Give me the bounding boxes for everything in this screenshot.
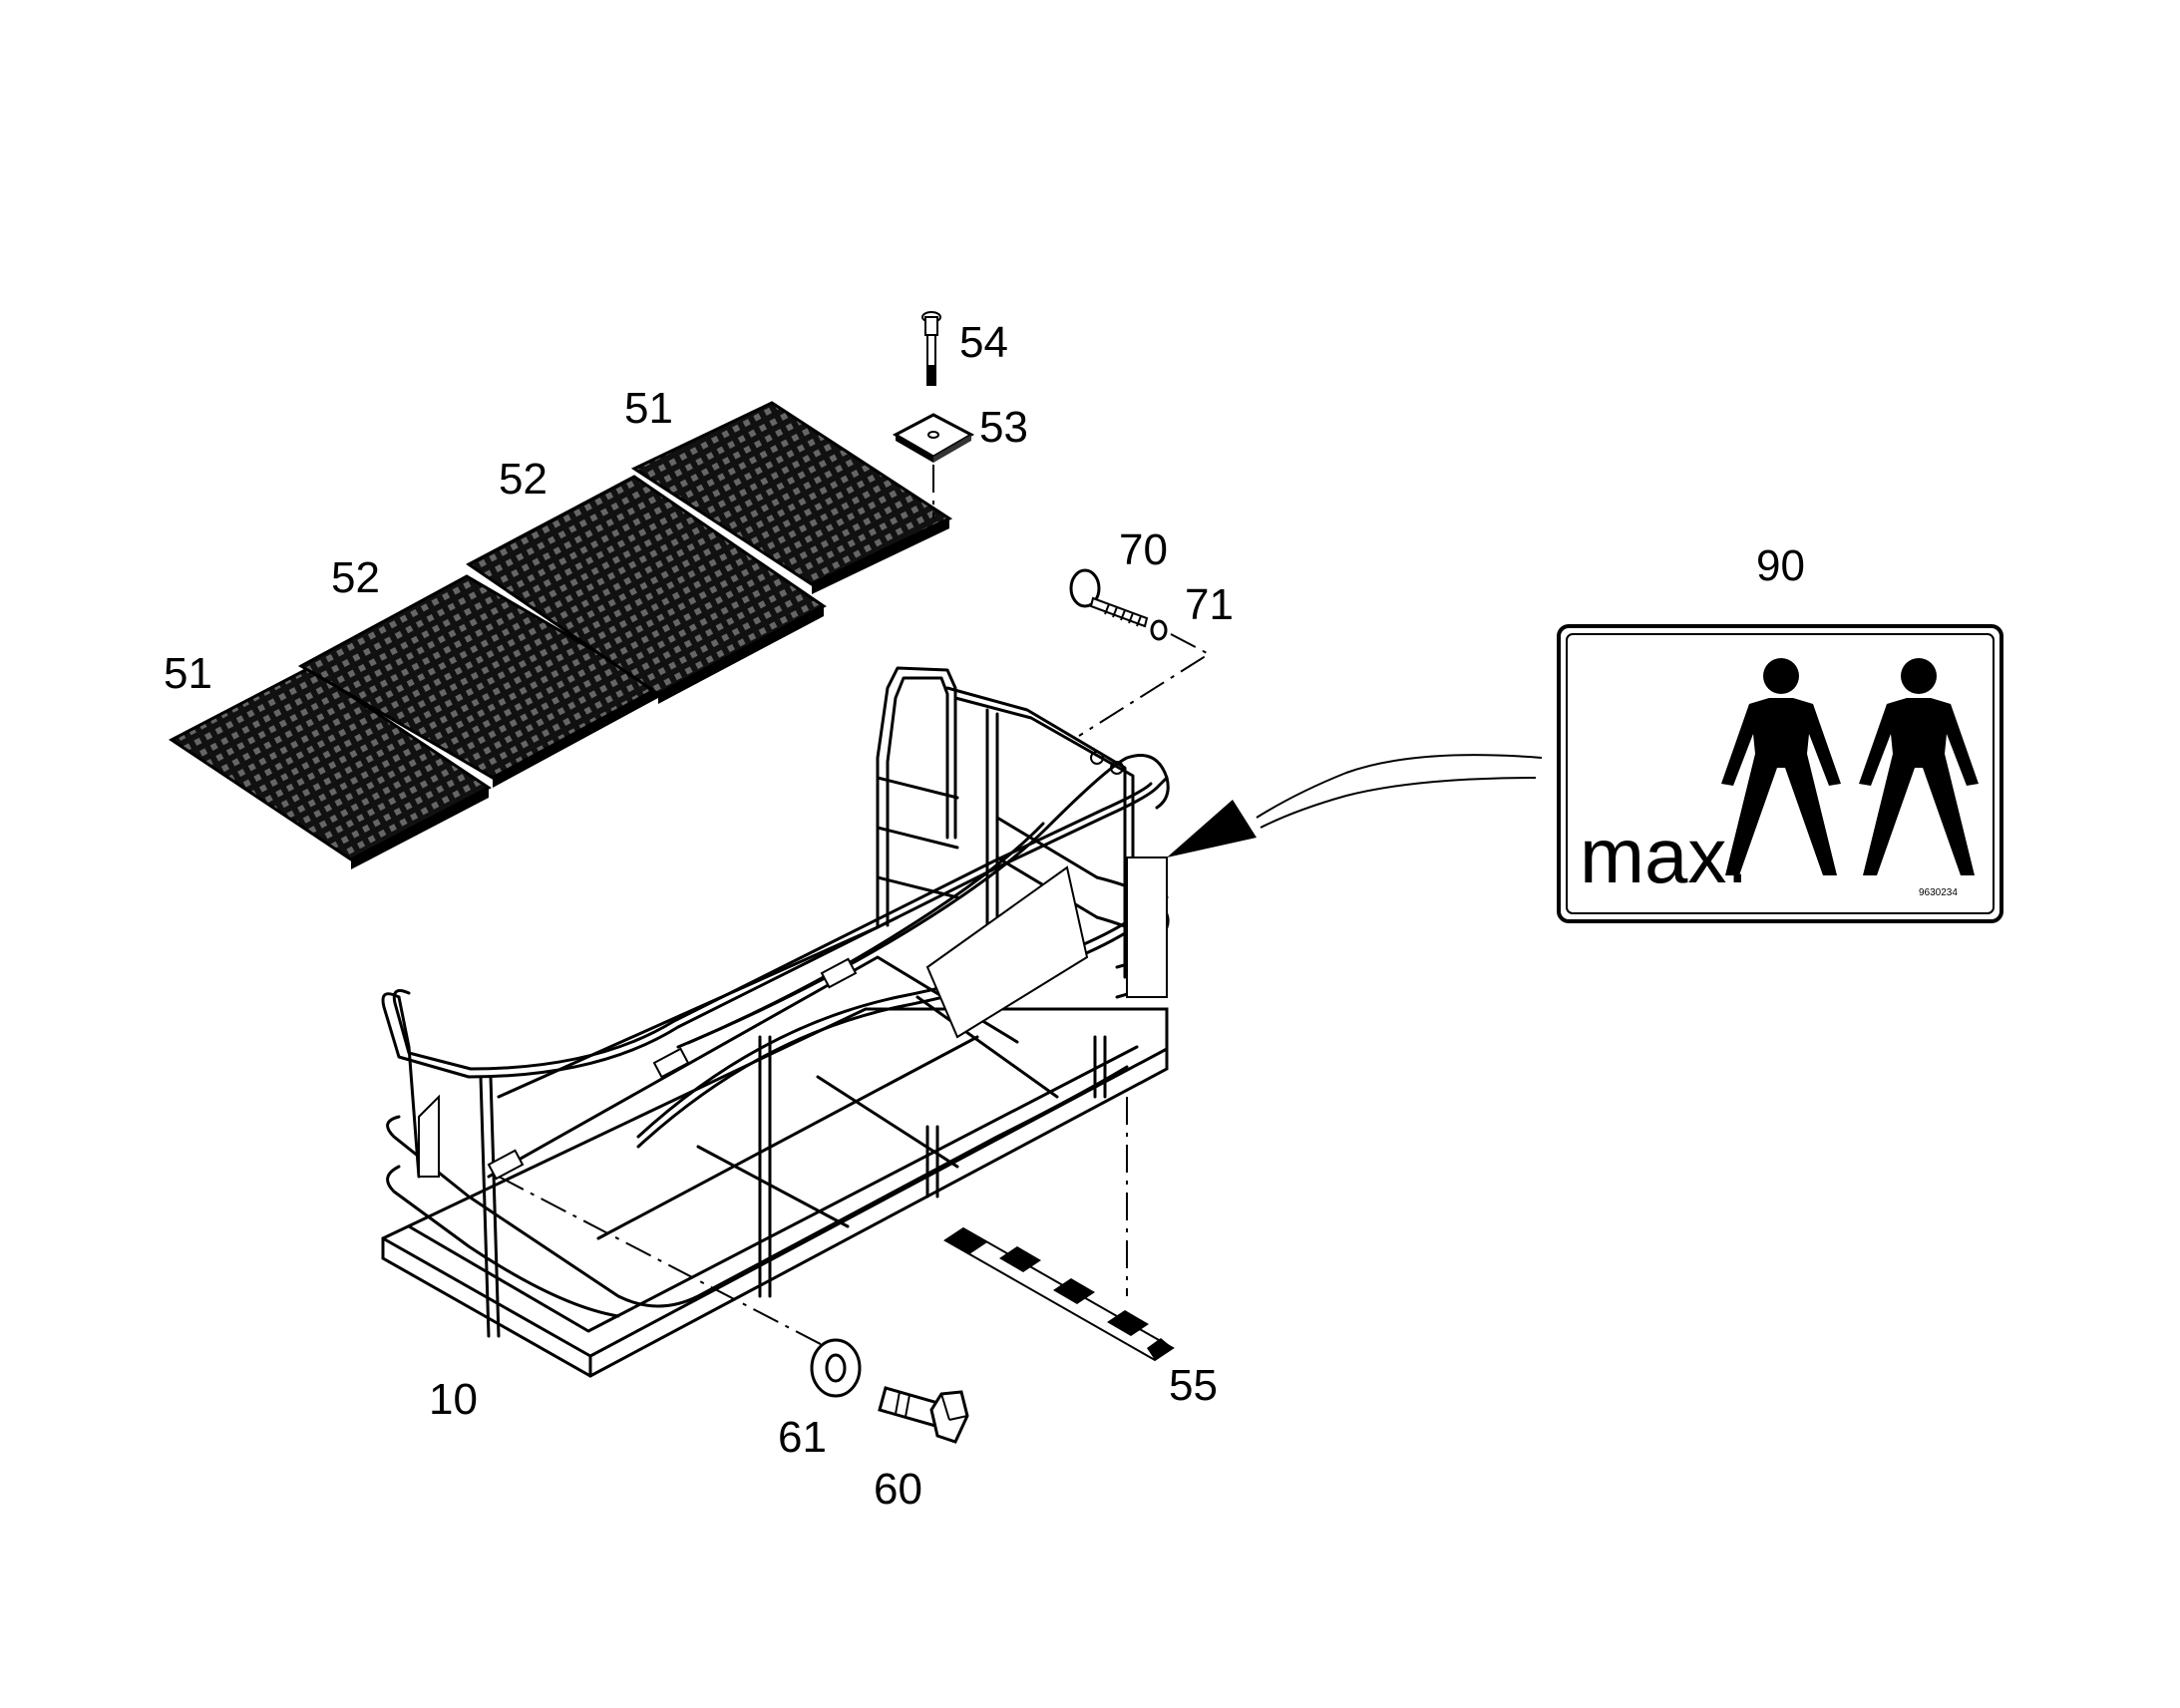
grating-panel-52-right <box>466 475 827 704</box>
callout-10: 10 <box>429 1375 478 1424</box>
callout-51-left: 51 <box>164 649 212 698</box>
callout-54: 54 <box>959 318 1008 367</box>
bolt-54 <box>921 311 941 386</box>
callout-53: 53 <box>979 403 1028 452</box>
bolt-60 <box>878 1386 969 1444</box>
callout-61: 61 <box>778 1413 827 1462</box>
grating-panel-51-left <box>169 666 492 869</box>
callout-55: 55 <box>1169 1361 1218 1410</box>
callout-70: 70 <box>1119 525 1168 574</box>
pointer-arrow <box>1167 754 1543 857</box>
callout-71: 71 <box>1185 580 1234 629</box>
callout-51-right: 51 <box>624 384 673 433</box>
callout-60: 60 <box>874 1465 922 1514</box>
callout-52-left: 52 <box>331 553 380 602</box>
sign-text: max. <box>1580 812 1748 899</box>
platform-basket-10 <box>381 666 1170 1378</box>
person-icon <box>1859 658 1979 875</box>
plate-53 <box>892 413 975 518</box>
washer-61 <box>810 1338 862 1398</box>
bolt-70 <box>1069 568 1149 628</box>
washer-71 <box>1078 619 1211 737</box>
sign-code: 9630234 <box>1919 887 1958 898</box>
warning-stripe-55 <box>943 1226 1175 1362</box>
callout-52-right: 52 <box>499 455 547 504</box>
person-icon <box>1721 658 1841 875</box>
grating-panel-51-right <box>630 401 953 594</box>
callout-90: 90 <box>1756 541 1805 590</box>
max-persons-sign-90: max. 9630234 <box>1557 624 2003 923</box>
